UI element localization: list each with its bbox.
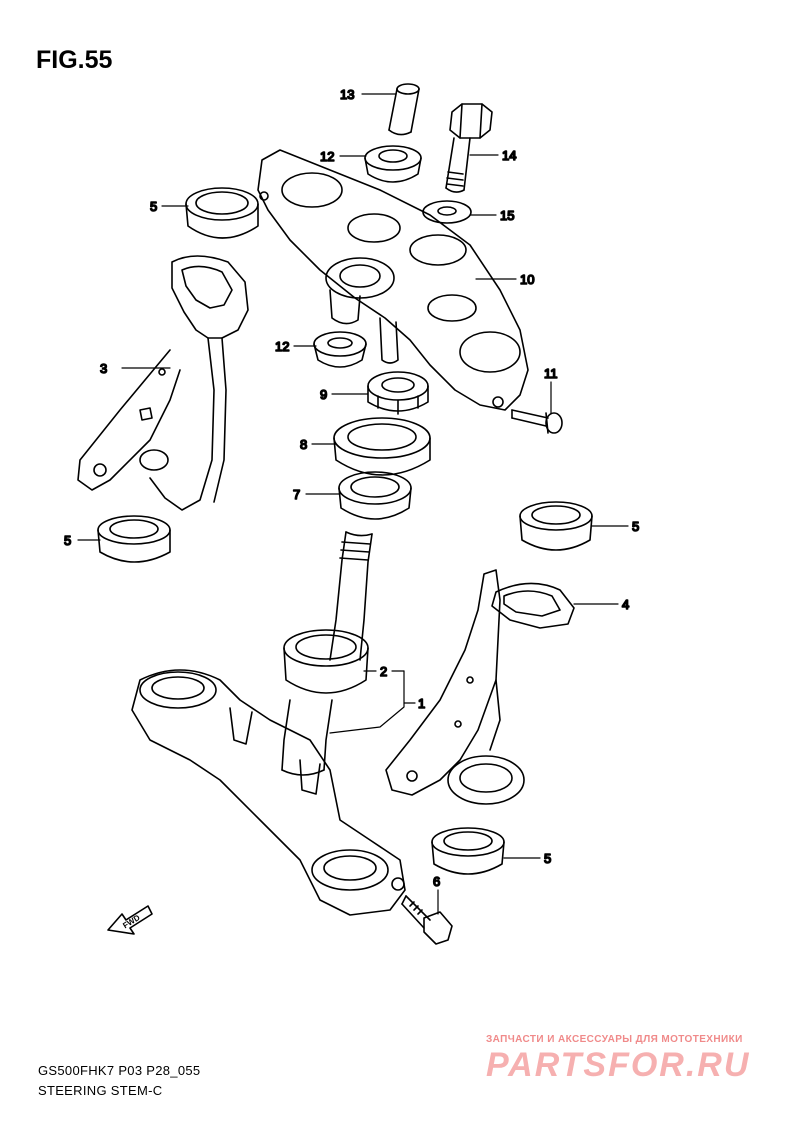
callout-6: 6 (433, 874, 440, 889)
leader-lines (77, 93, 629, 915)
part-12-upper-cushion (364, 145, 422, 183)
callout-15: 15 (500, 208, 514, 223)
callout-labels: 13 12 14 5 15 10 3 12 11 9 8 7 5 5 4 2 1… (63, 86, 640, 890)
callout-4: 4 (622, 597, 629, 612)
callout-5-lower-right: 5 (544, 851, 551, 866)
part-11-bolt (511, 409, 563, 434)
figure-title: FIG.55 (36, 46, 113, 74)
part-5-lower-right-cap (431, 827, 505, 875)
callout-12-upper: 12 (320, 149, 334, 164)
callout-8: 8 (300, 437, 307, 452)
watermark-logo: PARTSFOR.RU (486, 1046, 751, 1084)
callout-2: 2 (380, 664, 387, 679)
part-13-spacer (388, 83, 420, 136)
part-6-bolt (401, 895, 453, 945)
callout-7: 7 (293, 487, 300, 502)
part-9-nut (367, 371, 429, 415)
part-10-upper-bracket (257, 149, 529, 411)
part-14-bolt (445, 103, 493, 193)
part-5-upper-left-cap (185, 187, 259, 239)
part-1-steering-stem (131, 531, 406, 916)
callout-11: 11 (544, 366, 558, 381)
part-7-bearing (338, 471, 412, 520)
callout-5-upper-left: 5 (150, 199, 157, 214)
part-5-middle-left-cap (97, 515, 171, 563)
part-5-middle-right-cap (519, 501, 593, 551)
part-3-left-bracket (77, 255, 249, 511)
part-12-lower-cushion (313, 331, 367, 368)
callout-9: 9 (320, 387, 327, 402)
part-8-dust-seal (333, 417, 431, 476)
model-code: GS500FHK7 P03 P28_055 (38, 1063, 201, 1078)
watermark-tagline: ЗАПЧАСТИ И АКСЕССУАРЫ ДЛЯ МОТОТЕХНИКИ (486, 1034, 743, 1045)
callout-14: 14 (502, 148, 516, 163)
fwd-arrow-icon: FWD (107, 905, 153, 935)
callout-13: 13 (340, 87, 354, 102)
callout-3: 3 (100, 361, 107, 376)
part-2-lower-bearing (283, 629, 369, 694)
part-15-washer (422, 200, 472, 224)
callout-5-middle-left: 5 (64, 533, 71, 548)
section-title: STEERING STEM-C (38, 1083, 163, 1098)
part-4-right-bracket (385, 569, 575, 805)
callout-12-lower: 12 (275, 339, 289, 354)
callout-5-middle-right: 5 (632, 519, 639, 534)
callout-1: 1 (418, 696, 425, 711)
callout-10: 10 (520, 272, 534, 287)
